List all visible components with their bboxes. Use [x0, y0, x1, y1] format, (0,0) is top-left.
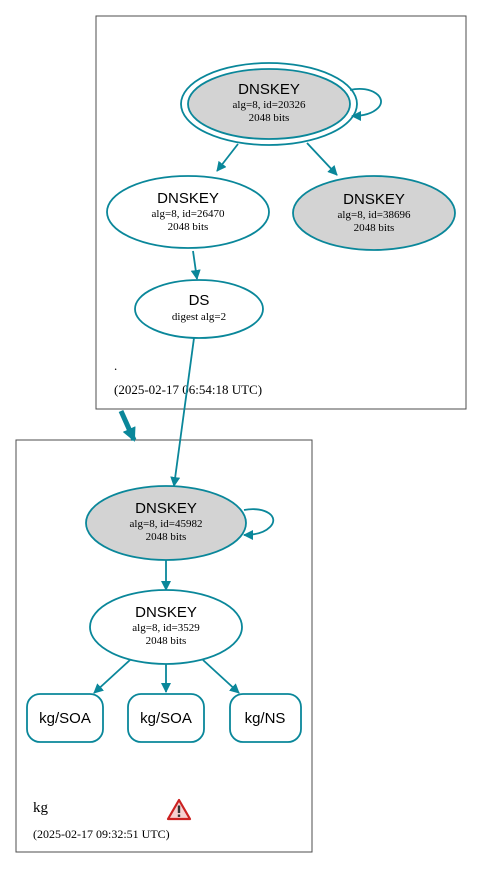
edge-root-ksk-zsk1: [216, 143, 239, 172]
node-kg-zsk-line1: alg=8, id=3529: [132, 622, 200, 634]
node-root-zsk2-line1: alg=8, id=38696: [338, 209, 411, 221]
node-root-ksk-line1: alg=8, id=20326: [233, 99, 306, 111]
node-root-ds-line1: digest alg=2: [172, 311, 226, 323]
node-kg-ksk-line2: 2048 bits: [146, 531, 187, 543]
node-kg-ksk[interactable]: DNSKEY alg=8, id=45982 2048 bits: [85, 485, 247, 561]
node-kg-ns-title: kg/NS: [245, 710, 286, 727]
node-kg-ns[interactable]: kg/NS: [229, 693, 302, 743]
edge-kg-zsk-soa1: [93, 659, 131, 694]
edge-delegation: [118, 409, 137, 442]
node-root-ksk-title: DNSKEY: [238, 81, 300, 98]
node-root-zsk1-line1: alg=8, id=26470: [152, 208, 225, 220]
edge-root-ksk-zsk2: [306, 142, 338, 176]
zone-kg: kg (2025-02-17 09:32:51 UTC): [15, 439, 313, 853]
zone-root-timestamp: (2025-02-17 06:54:18 UTC): [114, 382, 262, 397]
node-kg-ksk-title: DNSKEY: [135, 500, 197, 517]
zone-root: . (2025-02-17 06:54:18 UTC): [95, 15, 467, 410]
node-root-zsk2[interactable]: DNSKEY alg=8, id=38696 2048 bits: [292, 175, 456, 251]
node-root-zsk1[interactable]: DNSKEY alg=8, id=26470 2048 bits: [106, 175, 270, 249]
node-kg-soa-1[interactable]: kg/SOA: [26, 693, 104, 743]
edge-root-zsk1-ds: [190, 250, 201, 280]
zone-kg-border: [15, 439, 313, 853]
node-root-ksk-line2: 2048 bits: [249, 112, 290, 124]
node-kg-ksk-line1: alg=8, id=45982: [130, 518, 203, 530]
node-kg-zsk-line2: 2048 bits: [146, 635, 187, 647]
node-kg-soa-1-title: kg/SOA: [39, 710, 91, 727]
node-root-zsk1-line2: 2048 bits: [168, 221, 209, 233]
edge-root-ksk-self: [349, 88, 382, 121]
node-kg-zsk-title: DNSKEY: [135, 604, 197, 621]
node-root-zsk1-title: DNSKEY: [157, 190, 219, 207]
node-root-zsk2-title: DNSKEY: [343, 191, 405, 208]
edges: [93, 88, 382, 694]
node-root-ds[interactable]: DS digest alg=2: [134, 279, 264, 339]
zone-kg-name: kg: [33, 800, 49, 816]
zone-root-name: .: [114, 358, 117, 373]
edge-kg-zsk-ns: [202, 659, 240, 694]
node-root-zsk2-line2: 2048 bits: [354, 222, 395, 234]
edge-kg-ksk-self: [243, 508, 275, 540]
node-kg-soa-2[interactable]: kg/SOA: [127, 693, 205, 743]
node-kg-soa-2-title: kg/SOA: [140, 710, 192, 727]
node-root-ds-title: DS: [189, 292, 210, 309]
edge-ds-kg-ksk: [170, 337, 195, 487]
warning-triangle-icon[interactable]: [166, 798, 192, 821]
node-kg-zsk[interactable]: DNSKEY alg=8, id=3529 2048 bits: [89, 589, 243, 665]
zone-kg-timestamp: (2025-02-17 09:32:51 UTC): [33, 827, 170, 841]
node-root-ksk[interactable]: DNSKEY alg=8, id=20326 2048 bits: [180, 62, 358, 146]
zone-root-border: [95, 15, 467, 410]
